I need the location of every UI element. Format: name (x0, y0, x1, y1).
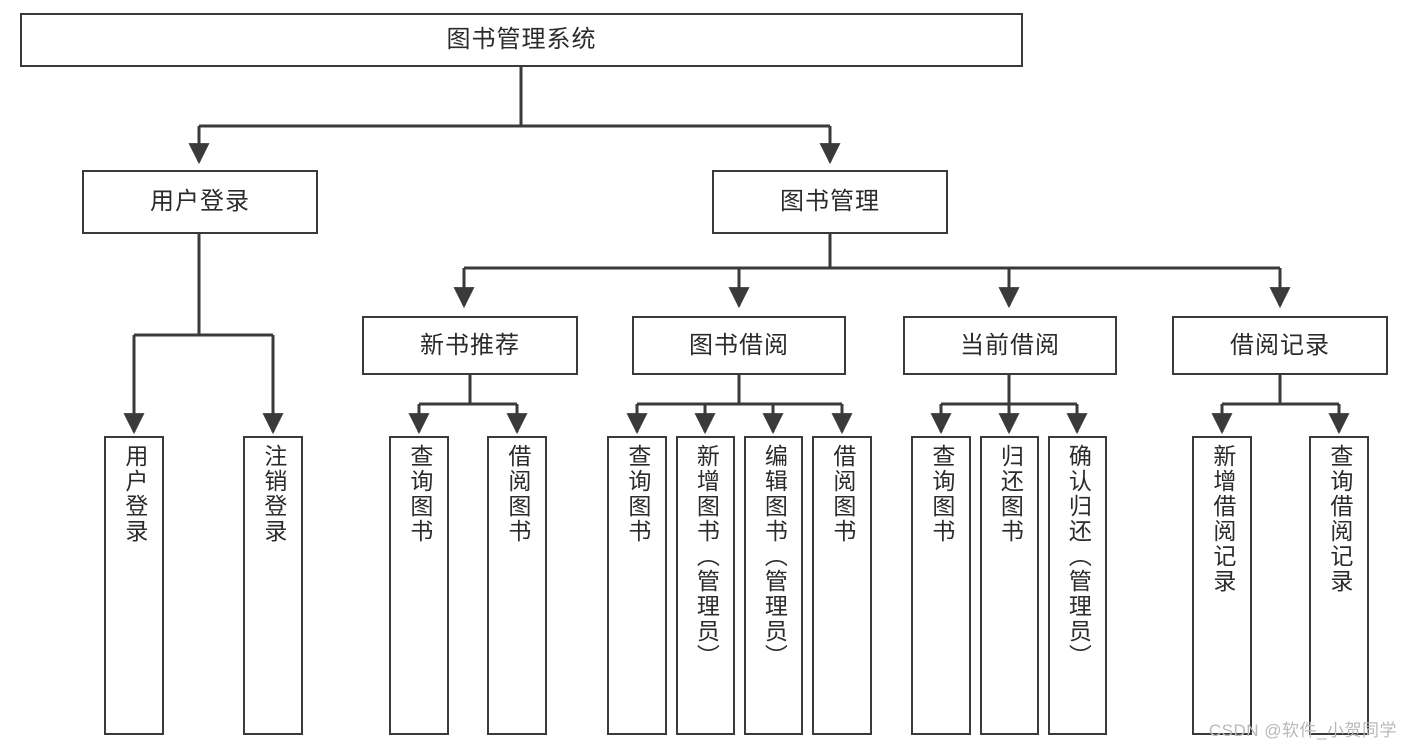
csdn-watermark: CSDN @软件_小贺同学 (1208, 721, 1397, 740)
leaf-return-book-label: 归还图书 (997, 444, 1024, 544)
leaf-query-record[interactable]: 查询借阅记录 (1309, 436, 1369, 735)
leaf-confirm-return-label: 确认归还（管理员） (1065, 444, 1092, 669)
node-book-manage[interactable]: 图书管理 (712, 170, 948, 234)
node-current-borrow[interactable]: 当前借阅 (903, 316, 1117, 375)
leaf-user-login[interactable]: 用户登录 (104, 436, 164, 735)
node-root-label: 图书管理系统 (446, 26, 597, 53)
leaf-query-book-2-label: 查询图书 (624, 444, 651, 544)
leaf-query-book-2[interactable]: 查询图书 (607, 436, 667, 735)
node-current-borrow-label: 当前借阅 (960, 331, 1060, 359)
node-new-book-recommend-label: 新书推荐 (420, 331, 520, 359)
leaf-user-login-label: 用户登录 (121, 444, 148, 544)
leaf-logout-login[interactable]: 注销登录 (243, 436, 303, 735)
leaf-add-record[interactable]: 新增借阅记录 (1192, 436, 1252, 735)
leaf-logout-login-label: 注销登录 (260, 444, 287, 544)
leaf-borrow-book-1[interactable]: 借阅图书 (487, 436, 547, 735)
node-book-borrow-label: 图书借阅 (689, 331, 789, 359)
leaf-confirm-return[interactable]: 确认归还（管理员） (1048, 436, 1107, 735)
leaf-add-book[interactable]: 新增图书（管理员） (676, 436, 735, 735)
leaf-borrow-book-2[interactable]: 借阅图书 (812, 436, 872, 735)
leaf-query-book-3[interactable]: 查询图书 (911, 436, 971, 735)
node-book-manage-label: 图书管理 (780, 188, 880, 215)
leaf-borrow-book-1-label: 借阅图书 (504, 444, 531, 544)
node-book-borrow[interactable]: 图书借阅 (632, 316, 846, 375)
leaf-borrow-book-2-label: 借阅图书 (829, 444, 856, 544)
leaf-query-book-1-label: 查询图书 (406, 444, 433, 544)
leaf-edit-book-label: 编辑图书（管理员） (761, 444, 788, 669)
leaf-return-book[interactable]: 归还图书 (980, 436, 1039, 735)
node-borrow-record[interactable]: 借阅记录 (1172, 316, 1388, 375)
node-user-login-label: 用户登录 (150, 188, 250, 215)
leaf-query-record-label: 查询借阅记录 (1326, 444, 1353, 594)
leaf-add-record-label: 新增借阅记录 (1209, 444, 1236, 594)
leaf-add-book-label: 新增图书（管理员） (693, 444, 720, 669)
node-borrow-record-label: 借阅记录 (1230, 331, 1330, 359)
leaf-query-book-1[interactable]: 查询图书 (389, 436, 449, 735)
node-user-login[interactable]: 用户登录 (82, 170, 318, 234)
leaf-edit-book[interactable]: 编辑图书（管理员） (744, 436, 803, 735)
leaf-query-book-3-label: 查询图书 (928, 444, 955, 544)
node-root[interactable]: 图书管理系统 (20, 13, 1023, 67)
node-new-book-recommend[interactable]: 新书推荐 (362, 316, 578, 375)
